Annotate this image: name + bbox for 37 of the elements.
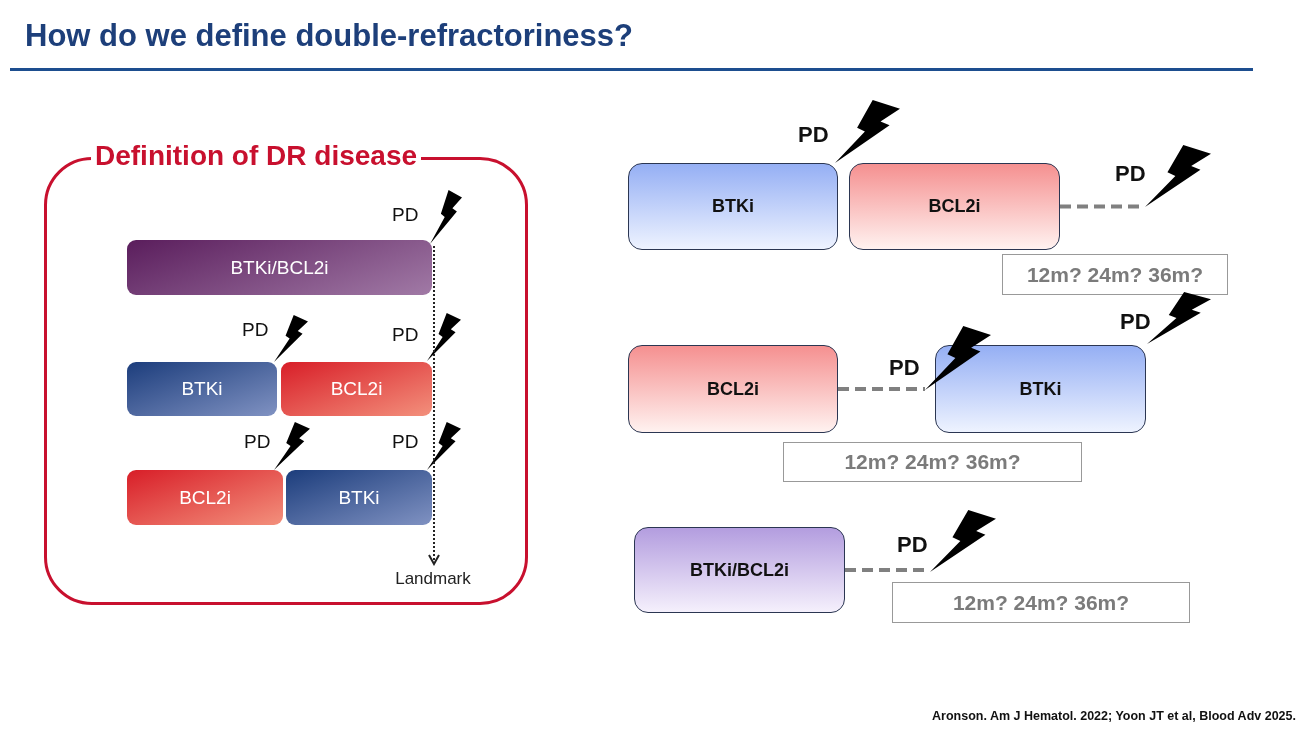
lightning-icon xyxy=(1145,145,1211,207)
pd-label: PD xyxy=(392,204,419,226)
lightning-icon xyxy=(427,313,461,361)
citation: Aronson. Am J Hematol. 2022; Yoon JT et al, Blood Adv 2025. xyxy=(932,709,1296,723)
duration-box: 12m? 24m? 36m? xyxy=(892,582,1190,623)
duration-box: 12m? 24m? 36m? xyxy=(1002,254,1228,295)
therapy-bar: BCL2i xyxy=(127,470,283,525)
lightning-icon xyxy=(427,422,461,470)
lightning-icon xyxy=(274,422,310,470)
lightning-icon xyxy=(835,100,900,163)
lightning-icon xyxy=(930,510,996,572)
landmark-label: Landmark xyxy=(385,566,481,592)
pd-label: PD xyxy=(1120,309,1151,335)
lightning-icon xyxy=(274,315,308,362)
therapy-bar: BTKi xyxy=(286,470,432,525)
pd-label: PD xyxy=(798,122,829,148)
dashed-line xyxy=(838,387,925,391)
therapy-bar: BTKi xyxy=(935,345,1146,433)
landmark-arrow xyxy=(428,245,440,565)
pd-label: PD xyxy=(392,431,419,453)
pd-label: PD xyxy=(1115,161,1146,187)
lightning-icon xyxy=(925,326,991,390)
therapy-bar: BTKi xyxy=(628,163,838,250)
therapy-bar: BCL2i xyxy=(628,345,838,433)
lightning-icon xyxy=(430,190,462,244)
therapy-bar: BTKi/BCL2i xyxy=(127,240,432,295)
pd-label: PD xyxy=(889,355,920,381)
therapy-bar: BCL2i xyxy=(281,362,432,416)
pd-label: PD xyxy=(392,324,419,346)
therapy-bar: BTKi/BCL2i xyxy=(634,527,845,613)
therapy-bar: BTKi xyxy=(127,362,277,416)
duration-box: 12m? 24m? 36m? xyxy=(783,442,1082,482)
pd-label: PD xyxy=(244,431,271,453)
pd-label: PD xyxy=(897,532,928,558)
slide-title: How do we define double-refractoriness? xyxy=(25,18,634,54)
therapy-bar: BCL2i xyxy=(849,163,1060,250)
pd-label: PD xyxy=(242,319,269,341)
